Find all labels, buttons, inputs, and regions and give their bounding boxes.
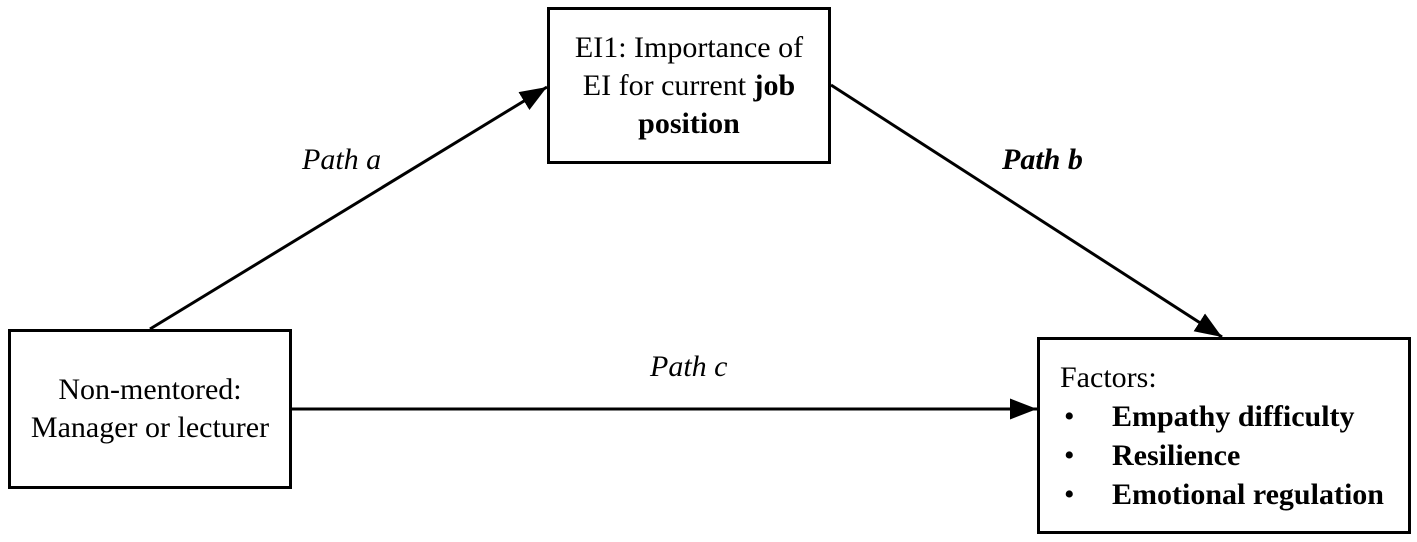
factor-label: Resilience — [1112, 439, 1241, 472]
predictor-line-2: Manager or lecturer — [30, 411, 270, 444]
mediator-line-2-plain: EI for current — [582, 68, 754, 102]
factor-label: Emotional regulation — [1112, 478, 1384, 511]
mediator-line-2: EI for current job — [559, 67, 819, 105]
outcome-box: Factors: • Empathy difficulty • Resilience… — [1037, 337, 1411, 534]
mediator-box: EI1: Importance of EI for current job po… — [547, 7, 831, 164]
mediator-line-2-bold: job — [753, 68, 796, 102]
path-c-label: Path c — [650, 350, 728, 383]
factor-item: • Empathy difficulty — [1060, 397, 1408, 436]
path-a-label: Path a — [302, 143, 382, 176]
outcome-heading: Factors: — [1060, 361, 1157, 394]
factor-list: • Empathy difficulty • Resilience • Emotion… — [1060, 397, 1408, 514]
factor-item: • Resilience — [1060, 436, 1408, 475]
bullet-icon: • — [1064, 478, 1075, 511]
predictor-line-1: Non-mentored: — [58, 373, 242, 406]
path-b-arrow — [830, 83, 1223, 339]
factor-label: Empathy difficulty — [1112, 400, 1355, 433]
mediator-line-3: position — [638, 106, 740, 140]
path-b-label: Path b — [1002, 143, 1083, 176]
predictor-box: Non-mentored: Manager or lecturer — [8, 329, 292, 489]
factor-item: • Emotional regulation — [1060, 475, 1408, 514]
mediator-line-1: EI1: Importance of — [574, 30, 804, 64]
path-a-arrow — [149, 85, 548, 331]
bullet-icon: • — [1064, 439, 1075, 472]
bullet-icon: • — [1064, 400, 1075, 433]
